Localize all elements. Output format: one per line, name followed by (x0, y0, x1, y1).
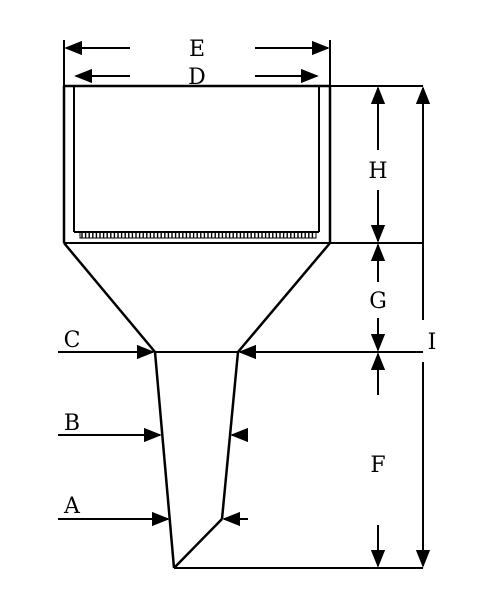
label-c: C (64, 328, 81, 353)
dimension-d: D (74, 65, 319, 90)
label-f: F (370, 453, 385, 478)
label-i: I (428, 330, 437, 355)
label-d: D (188, 65, 206, 90)
dimension-b: B (58, 411, 249, 443)
dimension-f: F (370, 352, 386, 568)
dimension-g: G (369, 243, 387, 352)
reference-lines (330, 85, 423, 244)
upper-box (62, 84, 332, 244)
label-h: H (368, 159, 387, 184)
dimension-e: E (63, 37, 331, 86)
grate-hatching (79, 231, 317, 239)
dimension-h: H (368, 86, 388, 243)
label-e: E (189, 37, 205, 62)
funnel-stem (153, 351, 423, 569)
label-g: G (369, 289, 387, 314)
funnel-cone (63, 242, 331, 353)
dimension-a: A (58, 494, 248, 527)
label-a: A (63, 494, 81, 519)
label-b: B (64, 411, 80, 436)
dimension-c: C (58, 328, 423, 360)
dimension-i: I (415, 86, 437, 568)
